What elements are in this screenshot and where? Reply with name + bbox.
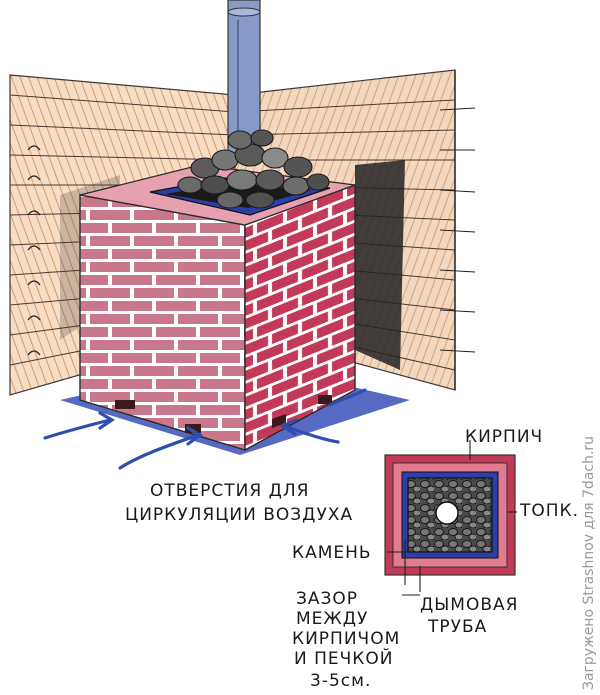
label-openings: ОТВЕРСТИЯ ДЛЯ ЦИРКУЛЯЦИИ ВОЗДУХА [125,481,353,525]
label-stone: КАМЕНЬ [292,543,372,563]
label-openings-line1: ОТВЕРСТИЯ ДЛЯ [150,481,309,501]
leader-lines [387,440,517,596]
plan-view [384,454,516,576]
label-gap-line4: И ПЕЧКОЙ [294,647,393,669]
plan-furnace [407,477,493,553]
label-openings-line2: ЦИРКУЛЯЦИИ ВОЗДУХА [125,505,353,525]
air-vent [115,400,135,409]
label-chimney-line1: ДЫМОВАЯ [420,595,518,615]
label-furnace: ТОПК. [519,501,579,521]
airflow-arrows [43,388,367,470]
label-gap-line1: ЗАЗОР [296,589,358,609]
label-gap-line2: МЕЖДУ [296,609,368,629]
label-gap-line5: 3-5см. [310,671,371,691]
air-vent [185,424,201,433]
air-vent [318,395,332,404]
label-brick: КИРПИЧ [465,427,543,447]
left-wall-marks [27,145,41,356]
brick-stove [79,164,356,452]
label-gap-line3: КИРПИЧОМ [292,629,400,649]
label-chimney: ДЫМОВАЯ ТРУБА [420,595,518,637]
air-vent [272,413,286,429]
stones-pile [177,129,330,209]
plan-chimney [435,501,459,525]
label-chimney-line2: ТРУБА [427,617,487,637]
label-gap: ЗАЗОР МЕЖДУ КИРПИЧОМ И ПЕЧКОЙ 3-5см. [292,589,400,691]
watermark: Загружено Strashnov для 7dach.ru [581,436,597,690]
